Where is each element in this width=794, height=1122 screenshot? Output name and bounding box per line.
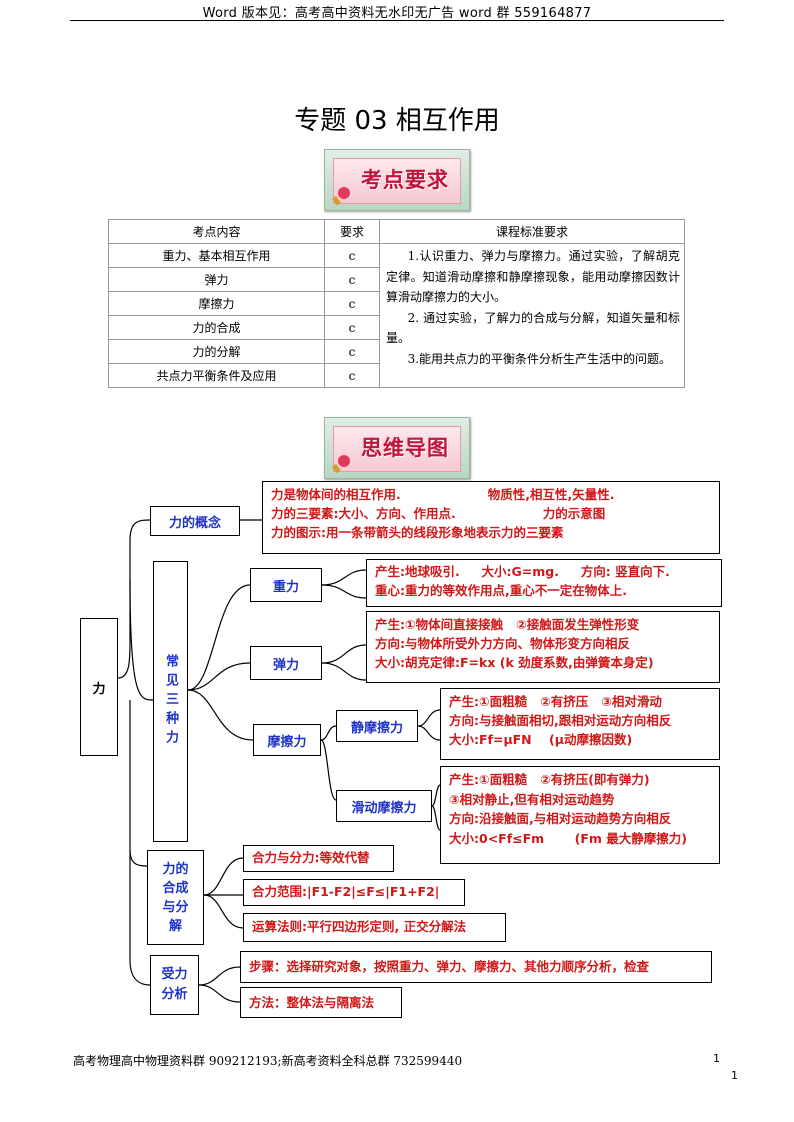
detail-line: 步骤：选择研究对象，按照重力、弹力、摩擦力、其他力顺序分析，检查 (249, 957, 703, 976)
page-footer: 高考物理高中物理资料群 909212193;新高考资料全科总群 73259944… (73, 1052, 462, 1069)
compose-item-box: 运算法则:平行四边形定则, 正交分解法 (243, 913, 506, 942)
detail-line: 大小:胡克定律:F=kx (k 劲度系数,由弹簧本身定) (375, 653, 711, 672)
concept-label: 力的概念 (169, 512, 221, 531)
concept-node: 力的概念 (150, 506, 240, 536)
gravity-label: 重力 (273, 576, 299, 595)
detail-line: 合力范围:|F1-F2|≤F≤|F1+F2| (252, 882, 456, 901)
static-friction-node: 静摩擦力 (336, 710, 418, 742)
three-forces-label: 常见三种力 (161, 654, 180, 749)
analysis-step-box: 步骤：选择研究对象，按照重力、弹力、摩擦力、其他力顺序分析，检查 (240, 951, 712, 983)
gravity-detail-box: 产生:地球吸引. 大小:G=mg. 方向: 竖直向下. 重心:重力的等效作用点,… (366, 559, 722, 607)
static-friction-label: 静摩擦力 (351, 717, 403, 736)
elastic-label: 弹力 (273, 654, 299, 673)
detail-line: 大小:0<Ff≤Fm (Fm 最大静摩擦力) (449, 829, 711, 849)
gravity-node: 重力 (250, 568, 322, 602)
root-label: 力 (92, 678, 105, 697)
detail-line: 方向:与物体所受外力方向、物体形变方向相反 (375, 634, 711, 653)
detail-line: 产生:①面粗糙 ②有挤压 ③相对滑动 (449, 692, 711, 711)
detail-line: ③相对静止,但有相对运动趋势 (449, 790, 711, 810)
sliding-friction-label: 滑动摩擦力 (351, 797, 416, 816)
detail-line: 方法：整体法与隔离法 (249, 993, 393, 1012)
detail-line: 力的三要素:大小、方向、作用点. 力的示意图 (271, 504, 711, 523)
detail-line: 力的图示:用一条带箭头的线段形象地表示力的三要素 (271, 523, 711, 542)
detail-line: 产生:地球吸引. 大小:G=mg. 方向: 竖直向下. (375, 562, 713, 581)
compose-item-box: 合力范围:|F1-F2|≤F≤|F1+F2| (243, 879, 465, 906)
elastic-node: 弹力 (250, 646, 322, 680)
compose-node: 力的合成与分解 (147, 850, 204, 945)
static-friction-detail-box: 产生:①面粗糙 ②有挤压 ③相对滑动 方向:与接触面相切,跟相对运动方向相反 大… (440, 688, 720, 760)
analysis-label: 受力分析 (161, 965, 189, 1005)
detail-line: 产生:①物体间直接接触 ②接触面发生弹性形变 (375, 615, 711, 634)
detail-line: 方向:与接触面相切,跟相对运动方向相反 (449, 711, 711, 730)
concept-detail-box: 力是物体间的相互作用. 物质性,相互性,矢量性. 力的三要素:大小、方向、作用点… (262, 481, 720, 554)
sliding-friction-detail-box: 产生:①面粗糙 ②有挤压(即有弹力) ③相对静止,但有相对运动趋势 方向:沿接触… (440, 766, 720, 864)
friction-label: 摩擦力 (267, 731, 306, 750)
detail-line: 方向:沿接触面,与相对运动趋势方向相反 (449, 809, 711, 829)
compose-item-box: 合力与分力:等效代替 (243, 845, 394, 872)
compose-label: 力的合成与分解 (158, 860, 194, 936)
detail-line: 运算法则:平行四边形定则, 正交分解法 (252, 917, 497, 936)
page-number: 1 (731, 1069, 738, 1082)
detail-line: 产生:①面粗糙 ②有挤压(即有弹力) (449, 770, 711, 790)
root-node: 力 (80, 618, 118, 756)
detail-line: 合力与分力:等效代替 (252, 848, 385, 867)
analysis-method-box: 方法：整体法与隔离法 (240, 987, 402, 1018)
page-number: 1 (713, 1052, 720, 1065)
three-forces-node: 常见三种力 (153, 561, 188, 842)
detail-line: 力是物体间的相互作用. 物质性,相互性,矢量性. (271, 485, 711, 504)
detail-line: 重心:重力的等效作用点,重心不一定在物体上. (375, 581, 713, 600)
sliding-friction-node: 滑动摩擦力 (336, 790, 432, 822)
detail-line: 大小:Ff=μFN (μ动摩擦因数) (449, 730, 711, 749)
analysis-node: 受力分析 (150, 955, 199, 1015)
friction-node: 摩擦力 (253, 724, 321, 756)
elastic-detail-box: 产生:①物体间直接接触 ②接触面发生弹性形变 方向:与物体所受外力方向、物体形变… (366, 611, 720, 683)
